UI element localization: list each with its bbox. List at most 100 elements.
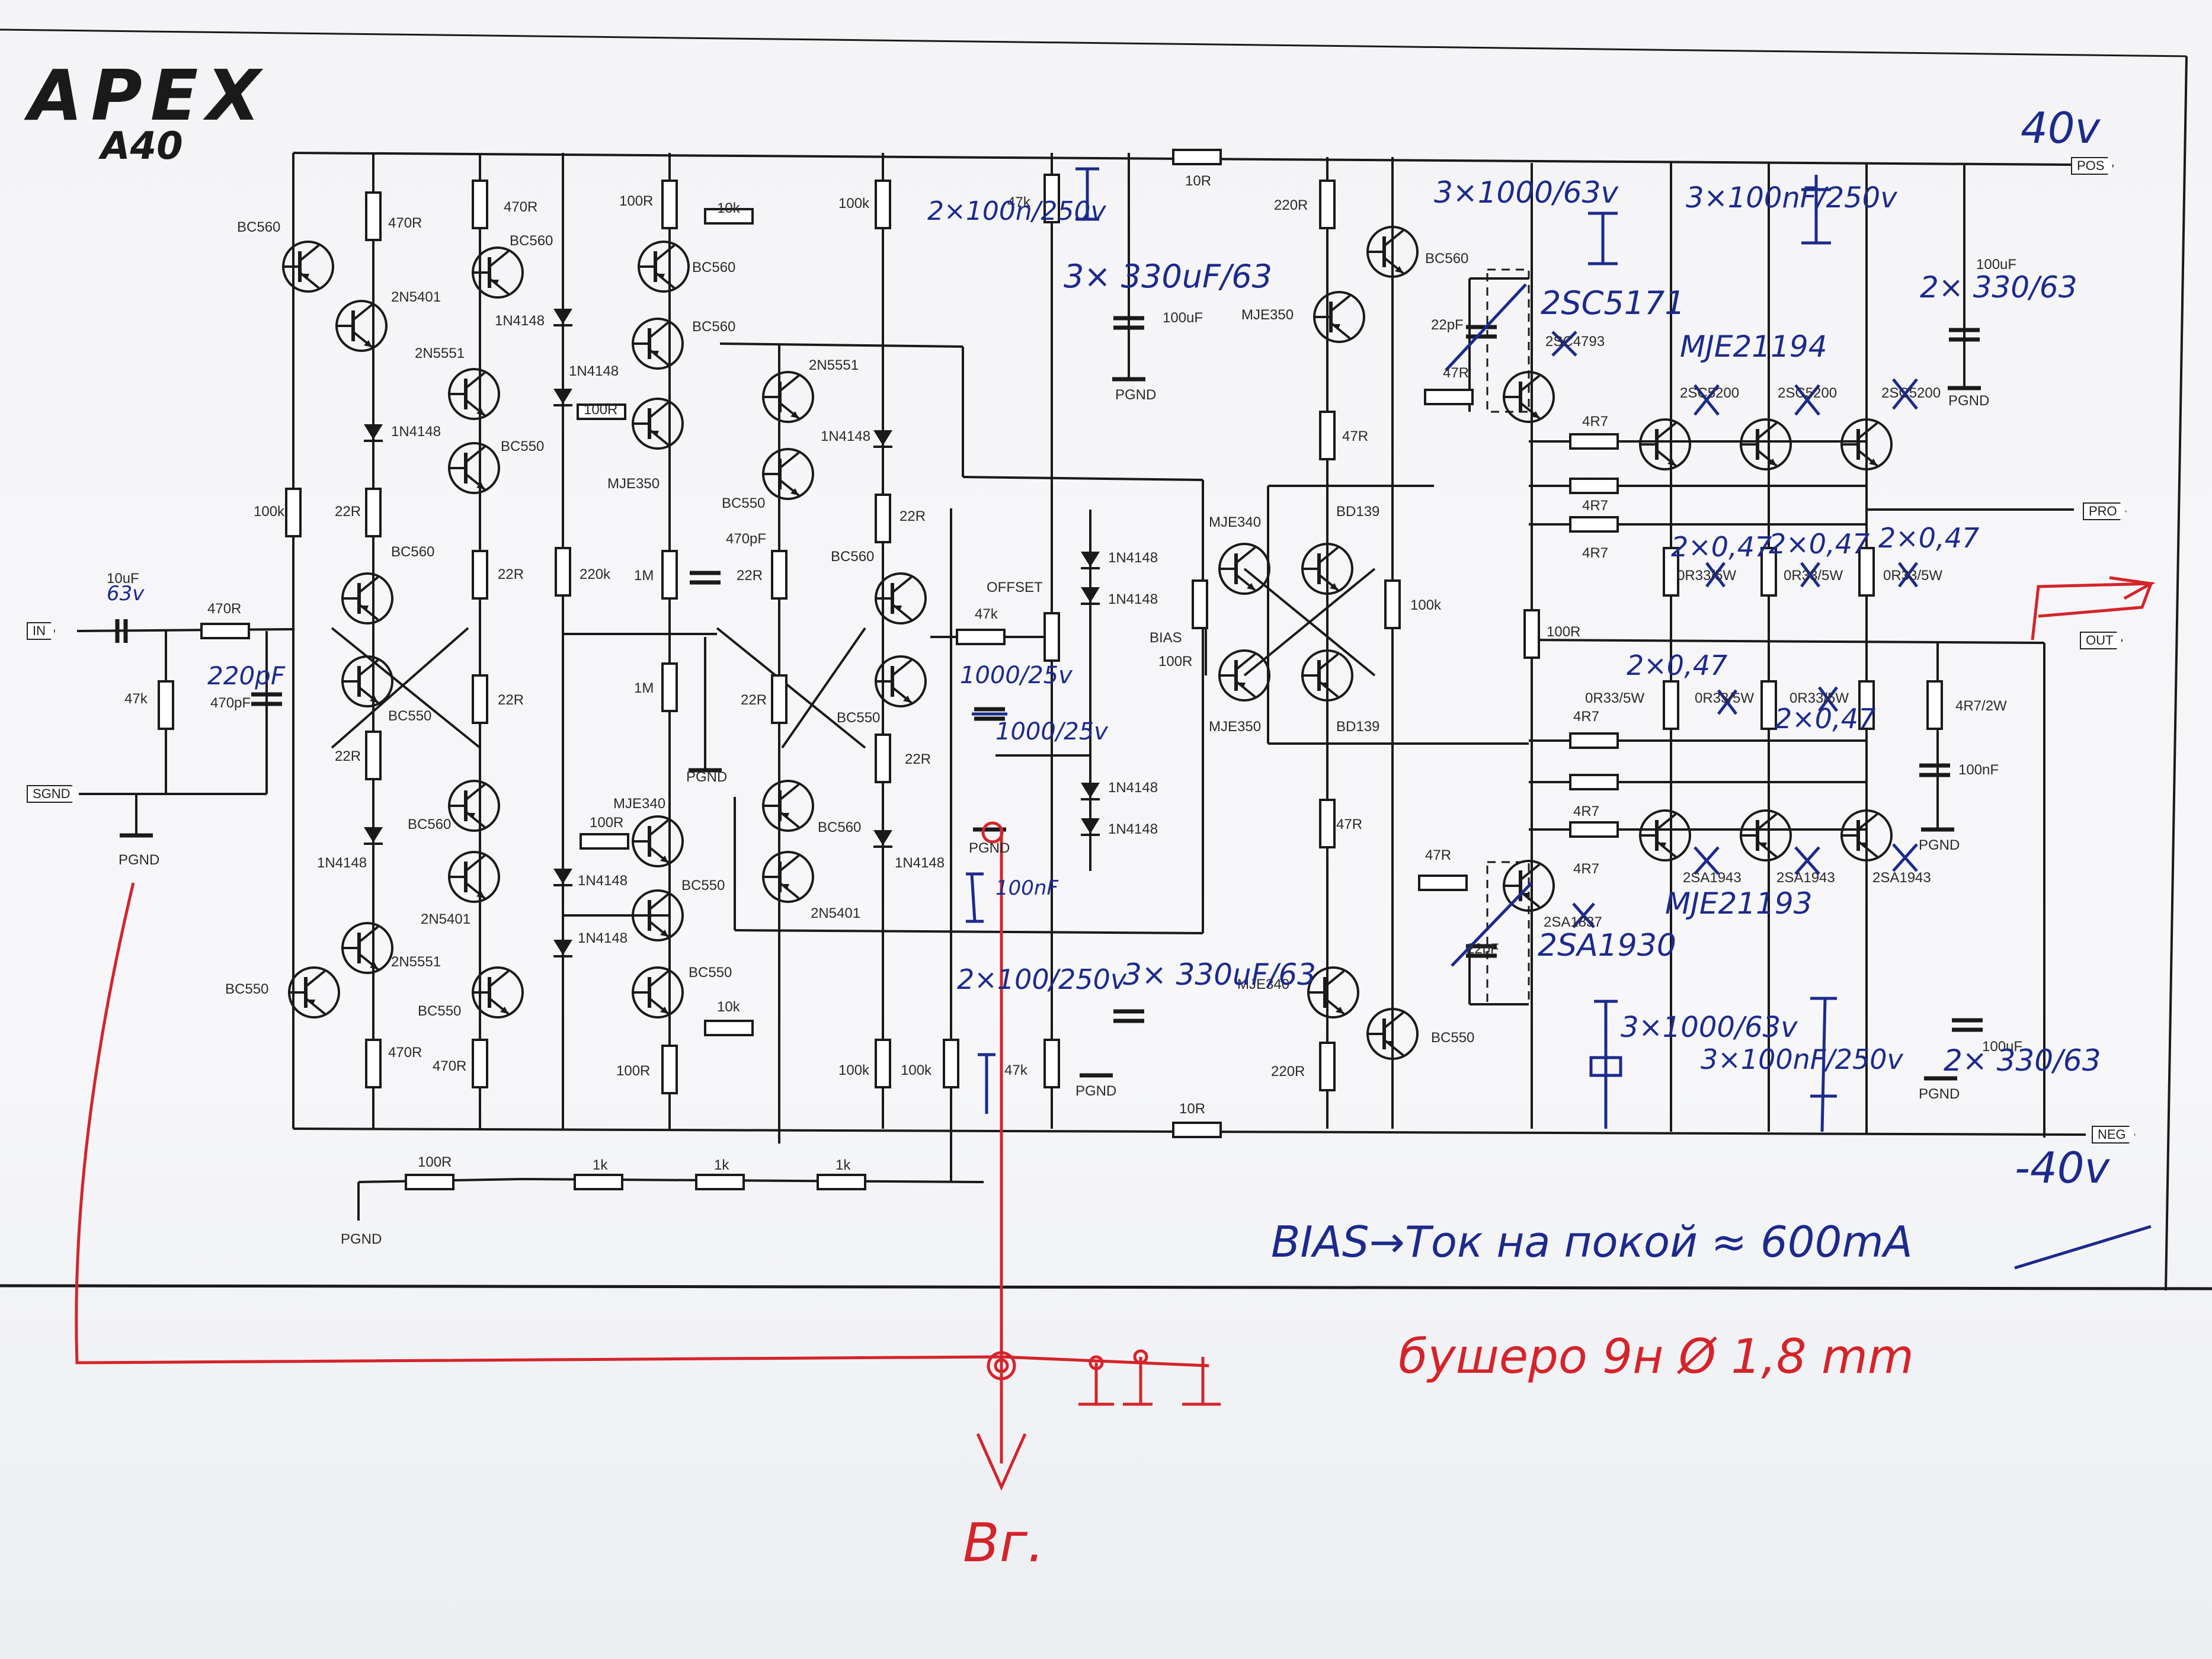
note-cap-2x330-right: 2× 330/63 bbox=[1920, 270, 2077, 305]
note-wire: бушеро 9н Ø 1,8 mm bbox=[1398, 1329, 1914, 1384]
note-q-mje21193: MJE21193 bbox=[1665, 886, 1813, 921]
label-bc560: BC560 bbox=[408, 816, 452, 832]
label-r22: 22R bbox=[737, 568, 763, 584]
label-bias: BIAS bbox=[1150, 630, 1182, 646]
label-mje340: MJE340 bbox=[613, 796, 666, 812]
label-r100k: 100k bbox=[838, 196, 870, 212]
label-r1k: 1k bbox=[835, 1157, 851, 1173]
note-cap-3x100n-bot: 3×100nF/250v bbox=[1701, 1043, 1903, 1075]
label-mje350: MJE350 bbox=[1241, 307, 1294, 323]
label-c22p: 22pF bbox=[1467, 941, 1499, 957]
note-cap-3x330u-top: 3× 330uF/63 bbox=[1064, 258, 1273, 295]
label-r1k: 1k bbox=[593, 1157, 608, 1173]
port-neg: NEG bbox=[2092, 1126, 2136, 1144]
label-r22: 22R bbox=[498, 692, 524, 708]
note-ground: Вг. bbox=[963, 1512, 1045, 1574]
label-r470: 470R bbox=[388, 215, 422, 231]
label-bc550: BC550 bbox=[225, 981, 269, 997]
label-q-2sa1943: 2SA1943 bbox=[1683, 870, 1742, 886]
label-bc550: BC550 bbox=[837, 710, 881, 726]
label-r100k: 100k bbox=[838, 1062, 870, 1078]
note-c-220pf: 220pF bbox=[207, 661, 285, 690]
note-cap-3x1000-top: 3×1000/63v bbox=[1434, 175, 1619, 210]
label-r47k: 47k bbox=[1004, 1062, 1027, 1078]
label-q-2sa1837: 2SA1837 bbox=[1544, 914, 1602, 930]
note-cap-3x330-bot: 3× 330uF/63 bbox=[1123, 957, 1316, 992]
label-1n4148: 1N4148 bbox=[495, 313, 545, 329]
label-bc560: BC560 bbox=[692, 319, 736, 335]
label-q-2sa1943: 2SA1943 bbox=[1776, 870, 1835, 886]
label-r100: 100R bbox=[1158, 654, 1193, 670]
label-bc550: BC550 bbox=[689, 965, 732, 981]
note-c-63v: 63v bbox=[107, 582, 145, 606]
label-r10k: 10k bbox=[717, 200, 740, 216]
port-out: OUT bbox=[2080, 632, 2123, 649]
label-q-2sc5200: 2SC5200 bbox=[1778, 385, 1838, 401]
label-r470: 470R bbox=[388, 1045, 422, 1061]
label-1n4148: 1N4148 bbox=[317, 855, 367, 871]
label-r100: 100R bbox=[1547, 624, 1581, 640]
label-r4r7: 4R7 bbox=[1573, 709, 1600, 725]
label-r220: 220R bbox=[1271, 1064, 1305, 1080]
label-r47k: 47k bbox=[1007, 194, 1030, 210]
label-mje350: MJE350 bbox=[1209, 719, 1262, 735]
label-r220k: 220k bbox=[580, 566, 611, 582]
label-bc560: BC560 bbox=[391, 544, 435, 560]
label-r1m: 1M bbox=[634, 568, 654, 584]
label-pgnd: PGND bbox=[119, 852, 160, 868]
label-r22: 22R bbox=[899, 508, 926, 524]
label-1n4148: 1N4148 bbox=[1108, 591, 1158, 607]
label-2n5551: 2N5551 bbox=[391, 954, 441, 970]
label-r10r: 10R bbox=[1179, 1101, 1206, 1117]
note-v-neg: -40v bbox=[2015, 1143, 2110, 1193]
note-bias: BIAS→Ток на покой ≈ 600mA bbox=[1271, 1217, 1913, 1267]
label-r100k: 100k bbox=[901, 1062, 932, 1078]
label-r1m: 1M bbox=[634, 680, 654, 696]
label-q-2sc4793: 2SC4793 bbox=[1545, 334, 1605, 350]
label-r4r7: 4R7 bbox=[1582, 545, 1609, 561]
label-r47k: 47k bbox=[124, 691, 148, 707]
label-r47: 47R bbox=[1342, 428, 1369, 444]
label-r47: 47R bbox=[1425, 847, 1452, 863]
label-bd139: BD139 bbox=[1336, 504, 1380, 520]
label-c470p: 470pF bbox=[210, 695, 251, 711]
note-q-mje21194: MJE21194 bbox=[1680, 329, 1827, 364]
label-c100u: 100uF bbox=[1982, 1039, 2023, 1055]
label-1n4148: 1N4148 bbox=[569, 363, 619, 379]
label-r47k: 47k bbox=[975, 606, 998, 622]
label-r100: 100R bbox=[584, 402, 618, 418]
label-r22: 22R bbox=[335, 504, 361, 520]
model-name: A40 bbox=[101, 124, 183, 168]
label-r100: 100R bbox=[619, 193, 654, 209]
label-1n4148: 1N4148 bbox=[578, 873, 628, 889]
label-pgnd: PGND bbox=[1948, 393, 1990, 409]
label-bc550: BC550 bbox=[501, 438, 545, 454]
label-1n4148: 1N4148 bbox=[578, 930, 628, 946]
label-r100: 100R bbox=[616, 1063, 651, 1079]
note-r-2x047: 2×0,47 bbox=[1775, 703, 1876, 735]
label-r4r7: 4R7 bbox=[1582, 414, 1609, 430]
label-bc560: BC560 bbox=[831, 549, 875, 565]
label-pgnd: PGND bbox=[341, 1231, 382, 1247]
label-r47: 47R bbox=[1336, 816, 1363, 832]
note-q-2sc5171: 2SC5171 bbox=[1541, 284, 1685, 322]
brand-logo: APEX bbox=[28, 55, 269, 136]
label-1n4148: 1N4148 bbox=[1108, 550, 1158, 566]
note-cap-3x100n-top: 3×100nF/250v bbox=[1686, 181, 1897, 214]
note-r-2x047: 2×0,47 bbox=[1627, 649, 1728, 681]
label-r10k: 10k bbox=[717, 999, 740, 1015]
label-pgnd: PGND bbox=[1115, 387, 1157, 403]
label-2n5551: 2N5551 bbox=[415, 345, 465, 361]
note-cap-2x100-250: 2×100/250v bbox=[957, 963, 1127, 995]
label-pgnd: PGND bbox=[1919, 837, 1960, 853]
label-c22p: 22pF bbox=[1431, 317, 1464, 333]
label-r0r33: 0R33/5W bbox=[1695, 690, 1755, 706]
label-bc560: BC560 bbox=[1425, 251, 1469, 267]
label-1n4148: 1N4148 bbox=[895, 855, 945, 871]
note-r-2x047: 2×0,47 bbox=[1878, 522, 1980, 554]
note-cap-2x330-bot: 2× 330/63 bbox=[1944, 1043, 2101, 1078]
label-bc550: BC550 bbox=[388, 708, 432, 724]
label-2n5401: 2N5401 bbox=[811, 905, 861, 921]
label-mje340: MJE340 bbox=[1237, 976, 1290, 992]
